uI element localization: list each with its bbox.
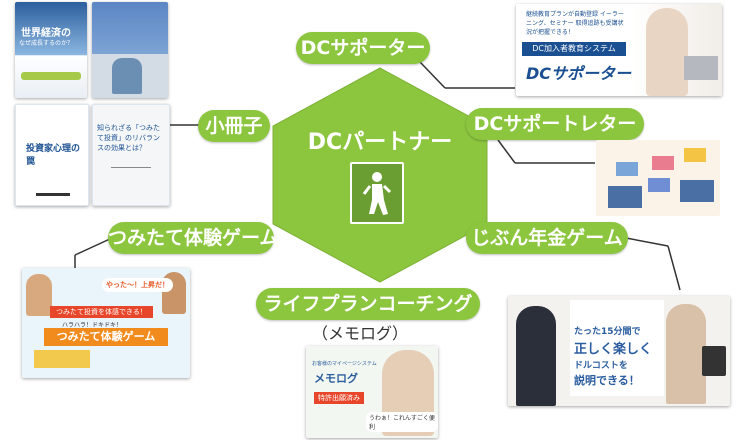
booklet-thumb-4[interactable]: 知られざる「つみたて投資」のリバランスの効果とは？ (92, 104, 170, 206)
memolog-patent: 特許出願済み (314, 392, 364, 404)
memolog-bubble: うわぁ！これんすごく便利 (366, 412, 438, 432)
node-tsumitate-game[interactable]: つみたて体験ゲーム (108, 222, 278, 254)
jibun-line2: 正しく楽しく (574, 342, 653, 357)
booklet1-sub: なぜ成長するのか？ (19, 40, 74, 47)
memolog-top: お客様のマイページシステム (312, 361, 377, 367)
line-tsumitate (74, 237, 113, 256)
booklet3-title: 投資家心理の罠 (26, 144, 81, 167)
tsumitate-person-icon-1 (26, 274, 52, 316)
booklet1-sprout-icon (21, 72, 81, 80)
booklet-thumb-1[interactable]: 世界経済の なぜ成長するのか？ (15, 2, 87, 98)
jibun-man-icon (516, 306, 556, 406)
supporter-laptop-icon (684, 56, 718, 80)
supporter-name: DCサポーター (526, 64, 632, 83)
envelope-icon-4 (648, 178, 670, 192)
node-jibun-game[interactable]: じぶん年金ゲーム (466, 222, 628, 254)
booklet-thumb-2[interactable] (92, 2, 168, 98)
jibun-line3: ドルコストを (574, 361, 628, 371)
jibun-line4: 説明できる！ (574, 374, 640, 387)
booklet4-pendulum-icon (111, 167, 151, 196)
memolog-name: メモログ (314, 372, 358, 385)
supporter-thumb[interactable]: 継続教育プランが自動登録 イーラーニング、セミナー 取得追跡も受講状況が把握でき… (516, 4, 722, 96)
supporter-person-icon (646, 8, 688, 96)
booklet4-title: 知られざる「つみたて投資」のリバランスの効果とは？ (97, 124, 160, 152)
tsumitate-title: つみたて体験ゲーム (44, 328, 168, 346)
laptop-icon-1 (608, 186, 642, 208)
jibun-panel: たった15分間で 正しく楽しく ドルコストを 説明できる！ (570, 300, 664, 396)
supporter-badge: DC加入者教育システム (522, 42, 626, 56)
envelope-icon-3 (684, 148, 706, 162)
line-letter (497, 139, 516, 164)
node-lifeplan-coaching[interactable]: ライフプランコーチング (256, 288, 480, 320)
tsumitate-banner: つみたて投資を体感できる！ (50, 306, 153, 318)
person-door-icon (350, 162, 404, 224)
envelope-icon-1 (616, 162, 638, 176)
letter-thumb[interactable] (596, 140, 720, 216)
booklet1-title: 世界経済の (21, 28, 71, 39)
tsumitate-speech: やった～！上昇だ！ (102, 278, 173, 292)
envelope-icon-2 (652, 156, 674, 170)
node-booklet[interactable]: 小冊子 (198, 110, 270, 142)
node-dc-supporter[interactable]: DCサポーター (296, 32, 430, 64)
booklet2-person-icon (112, 58, 142, 94)
center-title: DCパートナー (307, 130, 453, 155)
line-jibun (625, 237, 669, 247)
jibun-thumb[interactable]: たった15分間で 正しく楽しく ドルコストを 説明できる！ (508, 296, 730, 406)
tsumitate-cards (34, 350, 90, 368)
tsumitate-sub: ハラハラ！ドキドキ！ (62, 322, 122, 329)
tsumitate-thumb[interactable]: やった～！上昇だ！ つみたて投資を体感できる！ ハラハラ！ドキドキ！ つみたて体… (22, 268, 190, 378)
lifeplan-subcaption: （メモログ） (312, 324, 409, 343)
jibun-woman-icon (666, 304, 706, 404)
line-dc-supporter (419, 61, 446, 89)
jibun-line1: たった15分間で (574, 327, 641, 337)
booklet-thumb-3[interactable]: 投資家心理の罠 (15, 104, 89, 206)
laptop-icon-2 (680, 180, 714, 202)
jibun-tablet-icon (702, 346, 726, 376)
memolog-thumb[interactable]: お客様のマイページシステム メモログ 特許出願済み うわぁ！これんすごく便利 (306, 346, 438, 438)
node-dc-support-letter[interactable]: DCサポートレター (466, 108, 644, 140)
booklet3-figure-icon (36, 163, 70, 196)
person-figure (362, 172, 392, 215)
supporter-head: 継続教育プランが自動登録 イーラーニング、セミナー 取得追跡も受講状況が把握でき… (526, 11, 624, 36)
line-jibun-v (667, 245, 681, 291)
